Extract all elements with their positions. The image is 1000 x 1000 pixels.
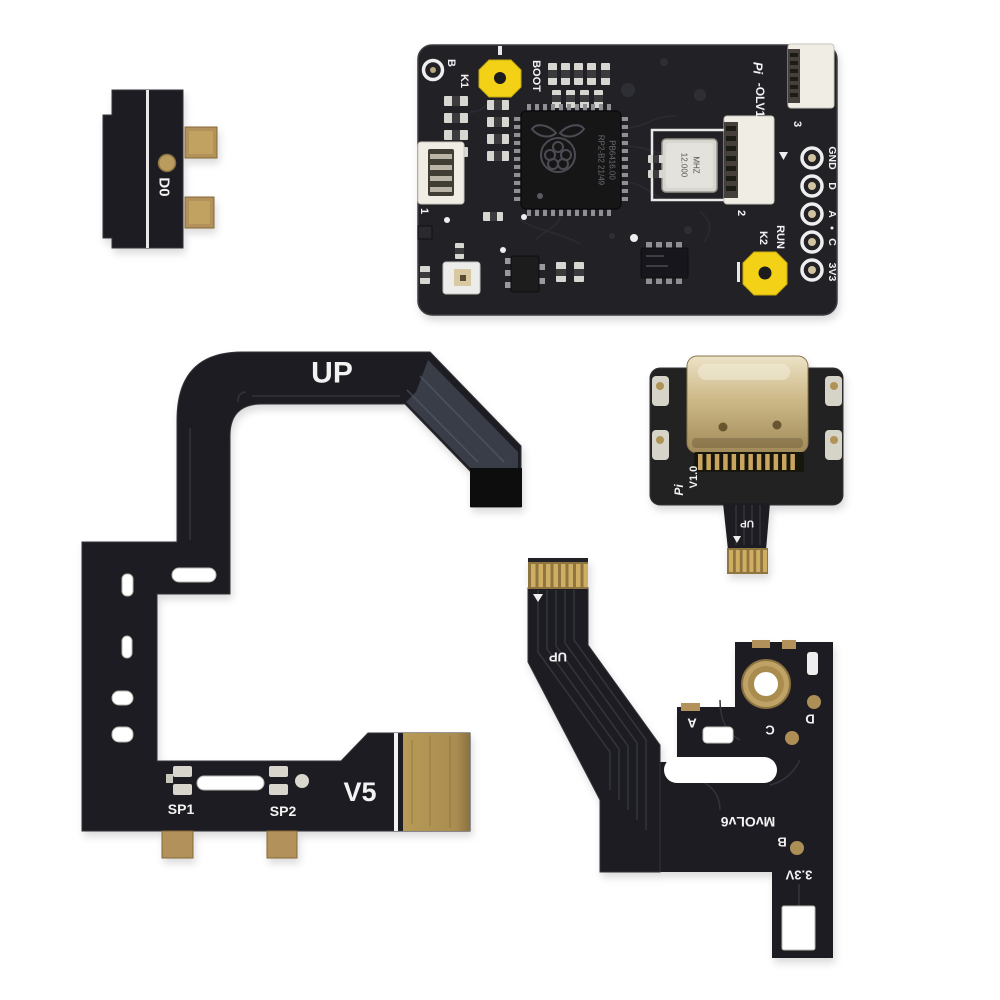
- usbc-logo: Pi: [672, 484, 686, 496]
- usbc-flex-tail: UP: [723, 503, 770, 574]
- sp2-pads: [269, 766, 309, 795]
- d0-flex-adapter: D0: [102, 89, 218, 249]
- console-up-label: UP: [549, 650, 567, 665]
- pad-label-c: C: [826, 238, 838, 246]
- run-label: RUN: [774, 225, 786, 249]
- boot-button: [478, 46, 522, 98]
- silkscreen-line: [146, 90, 149, 248]
- ffc-connector-1: [417, 141, 465, 205]
- flash-ic: [630, 234, 689, 284]
- mounting-clips: [652, 376, 842, 460]
- console-flex-cable: UP D C A MvOLv6 B 3.3V: [527, 558, 833, 958]
- voltage-label: 3.3V: [785, 868, 812, 883]
- raspberry-pi-logo-icon: [530, 124, 586, 173]
- main-pcb: B K1 BOOT: [417, 43, 838, 316]
- ffc-connector-2: [723, 115, 775, 205]
- connector1-label: 1: [418, 208, 430, 214]
- chip-marking-1: RP2-B2 21/49: [597, 135, 606, 186]
- gold-tab: [782, 640, 796, 649]
- usbc-version: V1.0: [688, 466, 700, 489]
- pad-b-dot: [790, 841, 804, 855]
- usbc-pins: [694, 452, 804, 472]
- gold-tab: [161, 830, 194, 859]
- pad-label-3v3: 3V3: [826, 263, 838, 282]
- pad-b-label: B: [445, 59, 457, 67]
- pad-d-label: D: [805, 712, 814, 727]
- rp2040-chip: RP2-B2 21/49 PB6416.00: [514, 104, 628, 216]
- boot-label: BOOT: [530, 60, 542, 92]
- board-version: -OLV1: [753, 83, 767, 118]
- gold-ring-pad: [741, 659, 791, 709]
- gold-tab-inner: [189, 201, 210, 224]
- arch-flex-cable: UP SP1 SP2 V5: [81, 351, 522, 859]
- pad-b-ring: [421, 58, 445, 82]
- gold-pad-circle: [157, 153, 177, 173]
- white-pad: [807, 652, 818, 675]
- crystal-oscillator: 12.000 MHZ: [650, 128, 729, 202]
- small-components: [417, 155, 664, 293]
- flex-slots: [111, 567, 265, 791]
- gold-tab: [752, 640, 770, 648]
- pin1-dot: [537, 193, 543, 199]
- arrow-icon: [533, 594, 543, 602]
- resistor-row-top: [548, 63, 610, 108]
- usbc-up-label: UP: [740, 518, 754, 529]
- resistor-stack-left: [444, 96, 509, 161]
- pad-label-gnd: GND: [826, 146, 838, 170]
- sp1-pads: [166, 766, 192, 795]
- ffc-connector-3: [787, 43, 835, 109]
- pad-c-label: C: [765, 723, 775, 738]
- d0-label: D0: [156, 177, 173, 196]
- led: [442, 261, 481, 295]
- breakout-pads: GND D A C 3V3: [800, 146, 838, 282]
- gold-tab: [266, 830, 298, 859]
- arrow-down-icon: [779, 152, 788, 160]
- sp2-label: SP2: [270, 803, 297, 819]
- vias: [609, 58, 706, 239]
- flex-stiffener: [470, 468, 522, 507]
- connector3-label: 3: [791, 121, 803, 127]
- k1-label: K1: [458, 74, 470, 88]
- silk-line: [394, 733, 398, 831]
- arch-up-label: UP: [311, 357, 353, 390]
- pad-b-center: [430, 67, 436, 73]
- flex-sheen: [406, 360, 518, 470]
- usbc-connector: [686, 355, 809, 454]
- pad-label-a: A: [826, 210, 838, 218]
- pad-d-dot: [807, 695, 821, 709]
- sp1-label: SP1: [168, 801, 195, 817]
- gold-tab: [681, 703, 700, 711]
- crystal-freq: 12.000: [680, 153, 689, 178]
- usbc-port-board: Pi V1.0 UP: [649, 355, 844, 574]
- k2-label: K2: [757, 231, 769, 245]
- k2-button: [737, 251, 788, 296]
- connector2-label: 2: [735, 210, 747, 216]
- console-version-label: MvOLv6: [721, 814, 776, 830]
- arrow-icon: [733, 536, 741, 543]
- flex-gold-connector: [528, 558, 588, 589]
- white-solder-pad: [781, 905, 816, 951]
- pad-label-d: D: [826, 182, 838, 190]
- pad-c-dot: [785, 731, 799, 745]
- chip-marking-2: PB6416.00: [608, 140, 617, 180]
- board-logo: Pi: [751, 62, 766, 75]
- pad-a-label: A: [687, 716, 697, 731]
- flex-traces: [537, 590, 801, 830]
- v5-label: V5: [343, 777, 376, 807]
- gold-tab-inner: [189, 131, 213, 154]
- white-pad: [702, 726, 734, 744]
- crystal-unit: MHZ: [692, 156, 701, 173]
- cutout-slot: [664, 757, 777, 783]
- pad-b-label: B: [777, 835, 786, 850]
- gold-end-pad: [403, 733, 470, 831]
